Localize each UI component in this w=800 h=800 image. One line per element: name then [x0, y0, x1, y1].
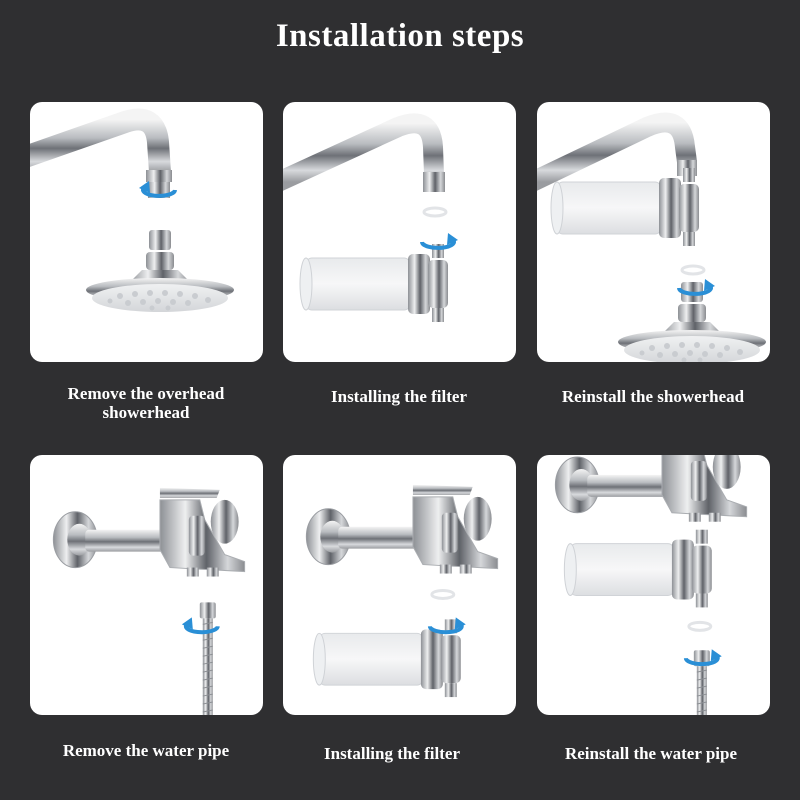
step-card-2	[283, 102, 516, 362]
faucet-filter-install-illustration	[305, 484, 499, 698]
shower-arm-showerhead-illustration	[30, 108, 234, 312]
washer-icon	[422, 206, 448, 218]
filter-icon	[563, 529, 713, 608]
filter-icon	[299, 243, 449, 323]
page-title: Installation steps	[275, 18, 525, 54]
reinstall-showerhead-illustration	[537, 112, 766, 362]
wall-faucet-icon	[52, 487, 246, 578]
step-card-5	[283, 455, 516, 715]
washer-icon	[430, 588, 456, 600]
step-caption-5: Installing the filter	[324, 744, 460, 763]
step-card-3	[537, 102, 770, 362]
filter-install-illustration	[283, 113, 460, 323]
washer-icon	[687, 620, 713, 632]
wall-faucet-icon	[554, 455, 748, 523]
washer-icon	[680, 264, 706, 276]
reinstall-water-pipe-illustration	[554, 455, 748, 715]
step-caption-4: Remove the water pipe	[62, 741, 230, 760]
showerhead-icon	[86, 230, 234, 312]
filter-icon	[550, 167, 700, 247]
step-caption-1: Remove the overhead showerhead	[67, 384, 225, 422]
step-caption-2: Installing the filter	[331, 387, 467, 406]
hose-icon	[693, 649, 711, 715]
step-caption-6: Reinstall the water pipe	[564, 744, 738, 763]
hose-icon	[199, 601, 217, 715]
step-card-6	[537, 455, 770, 715]
step-card-4	[30, 455, 263, 715]
wall-faucet-icon	[305, 484, 499, 575]
remove-water-pipe-illustration	[52, 487, 246, 715]
step-card-1	[30, 102, 263, 362]
step-caption-3: Reinstall the showerhead	[561, 387, 745, 406]
